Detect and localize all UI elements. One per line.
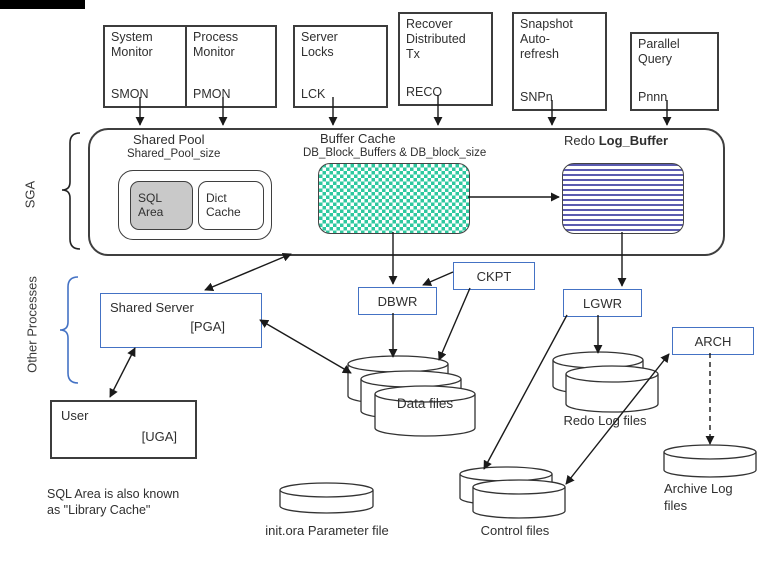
control-files-label: Control files: [480, 523, 550, 538]
sql-area-box: SQL Area: [130, 181, 193, 230]
redo-title-prefix: Redo: [564, 133, 599, 148]
slide-corner-bar: [0, 0, 85, 9]
box-lck: Server Locks LCK: [293, 25, 388, 108]
user-title: User: [61, 408, 89, 423]
redo-log-files-label: Redo Log files: [563, 413, 647, 428]
box-snpn-title: Snapshot Auto- refresh: [520, 17, 573, 61]
sga-label: SGA: [22, 180, 38, 209]
box-smon: System Monitor SMON: [103, 25, 192, 108]
dict-cache-box: Dict Cache: [198, 181, 264, 230]
init-ora-label: init.ora Parameter file: [265, 523, 389, 538]
shared-pool-param: Shared_Pool_size: [127, 148, 221, 160]
shared-pool-title: Shared Pool: [133, 132, 205, 147]
box-reco-title: Recover Distributed Tx: [406, 17, 466, 61]
arrow-lgwr-controlfiles: [483, 314, 568, 470]
other-processes-label: Other Processes: [24, 276, 40, 373]
box-reco: Recover Distributed Tx RECO: [398, 12, 493, 106]
arch-box: ARCH: [672, 327, 754, 355]
box-pmon-code: PMON: [193, 87, 231, 101]
redo-title: Redo Log_Buffer: [564, 133, 668, 148]
box-smon-code: SMON: [111, 87, 149, 101]
box-pmon: Process Monitor PMON: [185, 25, 277, 108]
box-pmon-title: Process Monitor: [193, 30, 239, 59]
dbwr-box: DBWR: [358, 287, 437, 315]
user-uga: [UGA]: [141, 429, 177, 444]
shared-server-box: Shared Server [PGA]: [100, 293, 262, 348]
lgwr-box: LGWR: [563, 289, 642, 317]
library-cache-note: SQL Area is also known as "Library Cache…: [47, 487, 180, 517]
archive-log-cylinder: [663, 444, 757, 478]
archive-log-files-label: Archive Log files: [664, 481, 733, 513]
control-files-cylinders: [459, 466, 566, 519]
redo-title-bold: Log_Buffer: [598, 133, 669, 148]
box-pnnn-code: Pnnn: [638, 90, 668, 104]
box-lck-title: Server Locks: [301, 30, 338, 59]
redo-log-buffer-box: [562, 163, 684, 234]
ckpt-box: CKPT: [453, 262, 535, 290]
arrow-ckpt-dbwr: [422, 271, 454, 286]
box-pnnn-title: Parallel Query: [638, 37, 680, 66]
arrow-sharedserver-datafiles: [259, 319, 352, 374]
box-reco-code: RECO: [406, 85, 443, 99]
arrow-ckpt-datafiles: [438, 287, 471, 361]
box-snpn: Snapshot Auto- refresh SNPn: [512, 12, 607, 111]
box-snpn-code: SNPn: [520, 90, 553, 104]
user-box: User [UGA]: [50, 400, 197, 459]
box-smon-title: System Monitor: [111, 30, 153, 59]
arrow-sga-sharedserver: [204, 252, 292, 292]
shared-server-title: Shared Server: [110, 300, 194, 315]
init-ora-cylinder: [279, 482, 374, 514]
redo-log-cylinders: [552, 351, 659, 413]
shared-server-pga: [PGA]: [190, 319, 225, 334]
sga-brace: [61, 132, 81, 250]
other-processes-brace: [59, 276, 79, 384]
data-files-label: Data files: [396, 396, 454, 411]
buffer-cache-box: [318, 163, 470, 234]
buffer-cache-param: DB_Block_Buffers & DB_block_size: [303, 147, 487, 159]
buffer-cache-title: Buffer Cache: [320, 131, 396, 146]
box-pnnn: Parallel Query Pnnn: [630, 32, 719, 111]
box-lck-code: LCK: [301, 87, 326, 101]
arrow-sharedserver-user: [109, 347, 136, 398]
